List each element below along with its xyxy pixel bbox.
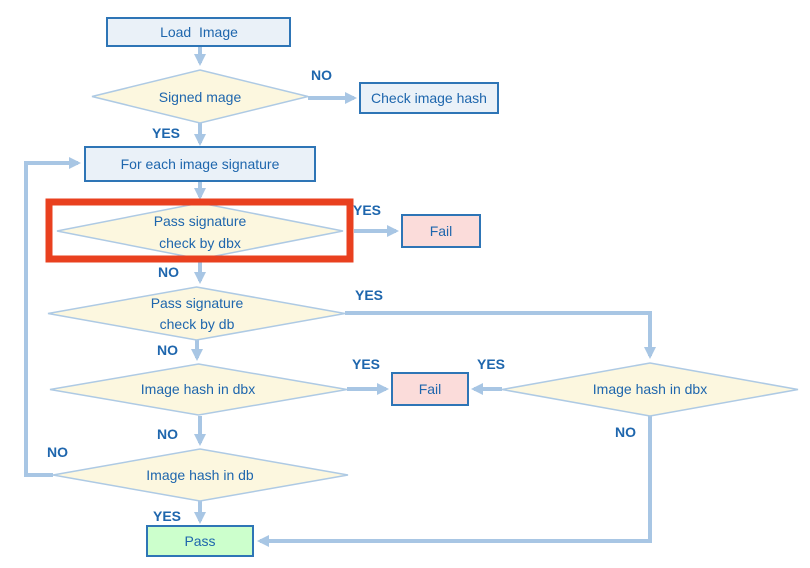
pass-signature-db-label-line1: Pass signature — [151, 295, 244, 311]
node-image-hash-dbx-left: Image hash in dbx — [49, 363, 348, 416]
edge-label-hash-dbx-left-yes: YES — [352, 356, 380, 372]
edge-hash-dbx-right-no: NO — [257, 416, 652, 547]
highlight-rectangle — [45, 198, 354, 263]
node-pass-signature-db: Pass signature check by db — [47, 286, 346, 341]
fail-dbx-label: Fail — [430, 223, 453, 239]
edge-label-dbx-no: NO — [158, 264, 179, 280]
image-hash-db-diamond — [52, 448, 349, 502]
check-image-hash-box — [359, 82, 499, 114]
for-each-signature-box — [84, 146, 316, 182]
signed-image-diamond — [91, 69, 309, 124]
pass-box — [146, 525, 254, 557]
signed-image-label: Signed mage — [159, 89, 242, 105]
edge-label-dbx-yes: YES — [353, 202, 381, 218]
pass-signature-dbx-label-line1: Pass signature — [154, 213, 247, 229]
pass-signature-dbx-label-line2: check by dbx — [159, 235, 241, 251]
edge-label-hash-dbx-right-no: NO — [615, 424, 636, 440]
edge-label-signed-no: NO — [311, 67, 332, 83]
image-hash-dbx-right-diamond — [501, 362, 799, 417]
node-fail-hash: Fail — [391, 372, 469, 406]
node-fail-dbx: Fail — [401, 214, 481, 248]
check-image-hash-label: Check image hash — [371, 90, 487, 106]
edge-signed-no: NO — [308, 67, 357, 104]
image-hash-dbx-left-label: Image hash in dbx — [141, 381, 255, 397]
edge-dbx-yes: YES — [353, 202, 399, 237]
image-hash-dbx-right-label: Image hash in dbx — [593, 381, 707, 397]
edge-label-hash-db-no: NO — [47, 444, 68, 460]
edge-label-hash-db-yes: YES — [153, 508, 181, 524]
fail-dbx-box — [401, 214, 481, 248]
fail-hash-box — [391, 372, 469, 406]
edge-db-yes: YES — [345, 287, 656, 359]
edge-hash-db-no-loop: NO — [24, 157, 81, 477]
pass-signature-db-label-line2: check by db — [160, 316, 235, 332]
edge-label-hash-dbx-left-no: NO — [157, 426, 178, 442]
edge-hash-db-yes: YES — [153, 501, 206, 524]
node-load-image: Load Image — [106, 17, 291, 47]
edge-label-hash-dbx-right-yes: YES — [477, 356, 505, 372]
node-pass: Pass — [146, 525, 254, 557]
image-hash-dbx-left-diamond — [49, 363, 348, 416]
node-check-image-hash: Check image hash — [359, 82, 499, 114]
edge-label-signed-yes: YES — [152, 125, 180, 141]
edge-dbx-no: NO — [158, 261, 206, 284]
node-image-hash-db: Image hash in db — [52, 448, 349, 502]
node-pass-signature-dbx: Pass signature check by dbx — [56, 202, 344, 260]
fail-hash-label: Fail — [419, 381, 442, 397]
load-image-label: Load Image — [160, 24, 238, 40]
load-image-box — [106, 17, 291, 47]
edge-hash-dbx-left-no: NO — [157, 416, 206, 446]
edge-hash-dbx-right-yes: YES — [471, 356, 505, 395]
edge-label-db-no: NO — [157, 342, 178, 358]
edge-signed-yes: YES — [152, 123, 206, 146]
edge-hash-dbx-left-yes: YES — [347, 356, 389, 395]
pass-signature-db-diamond — [47, 286, 346, 341]
pass-label: Pass — [184, 533, 215, 549]
edge-label-db-yes: YES — [355, 287, 383, 303]
node-image-hash-dbx-right: Image hash in dbx — [501, 362, 799, 417]
for-each-signature-label: For each image signature — [121, 156, 280, 172]
node-for-each-signature: For each image signature — [84, 146, 316, 182]
edge-db-no: NO — [157, 340, 203, 361]
image-hash-db-label: Image hash in db — [146, 467, 254, 483]
node-signed-image: Signed mage — [91, 69, 309, 124]
